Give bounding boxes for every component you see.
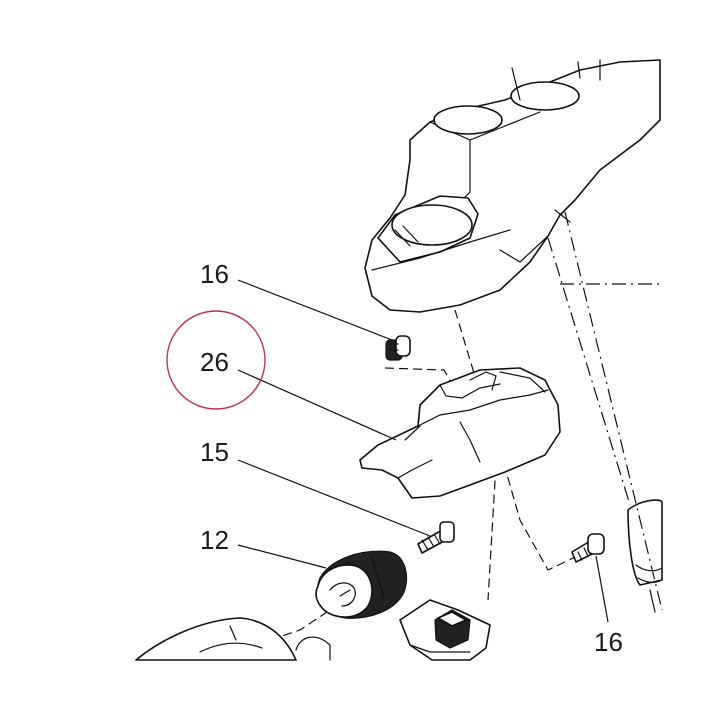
wiring-harness [135,617,331,661]
grommet-part-12 [315,550,408,619]
bolt-16-bottom [571,533,605,563]
callout-12: 12 [200,525,229,555]
cover-part-26 [359,367,561,499]
callout-16-bottom: 16 [594,627,623,657]
upper-bracket [364,59,661,313]
bolt-15 [417,521,455,554]
fork-tube [627,499,663,613]
callout-16-top: 16 [200,259,229,289]
highlight-circle [166,310,266,410]
switch-housing [399,599,491,661]
callout-15: 15 [200,437,229,467]
bolt-16-top [385,335,411,361]
leader-lines [237,279,609,623]
callout-26: 26 [200,347,229,377]
